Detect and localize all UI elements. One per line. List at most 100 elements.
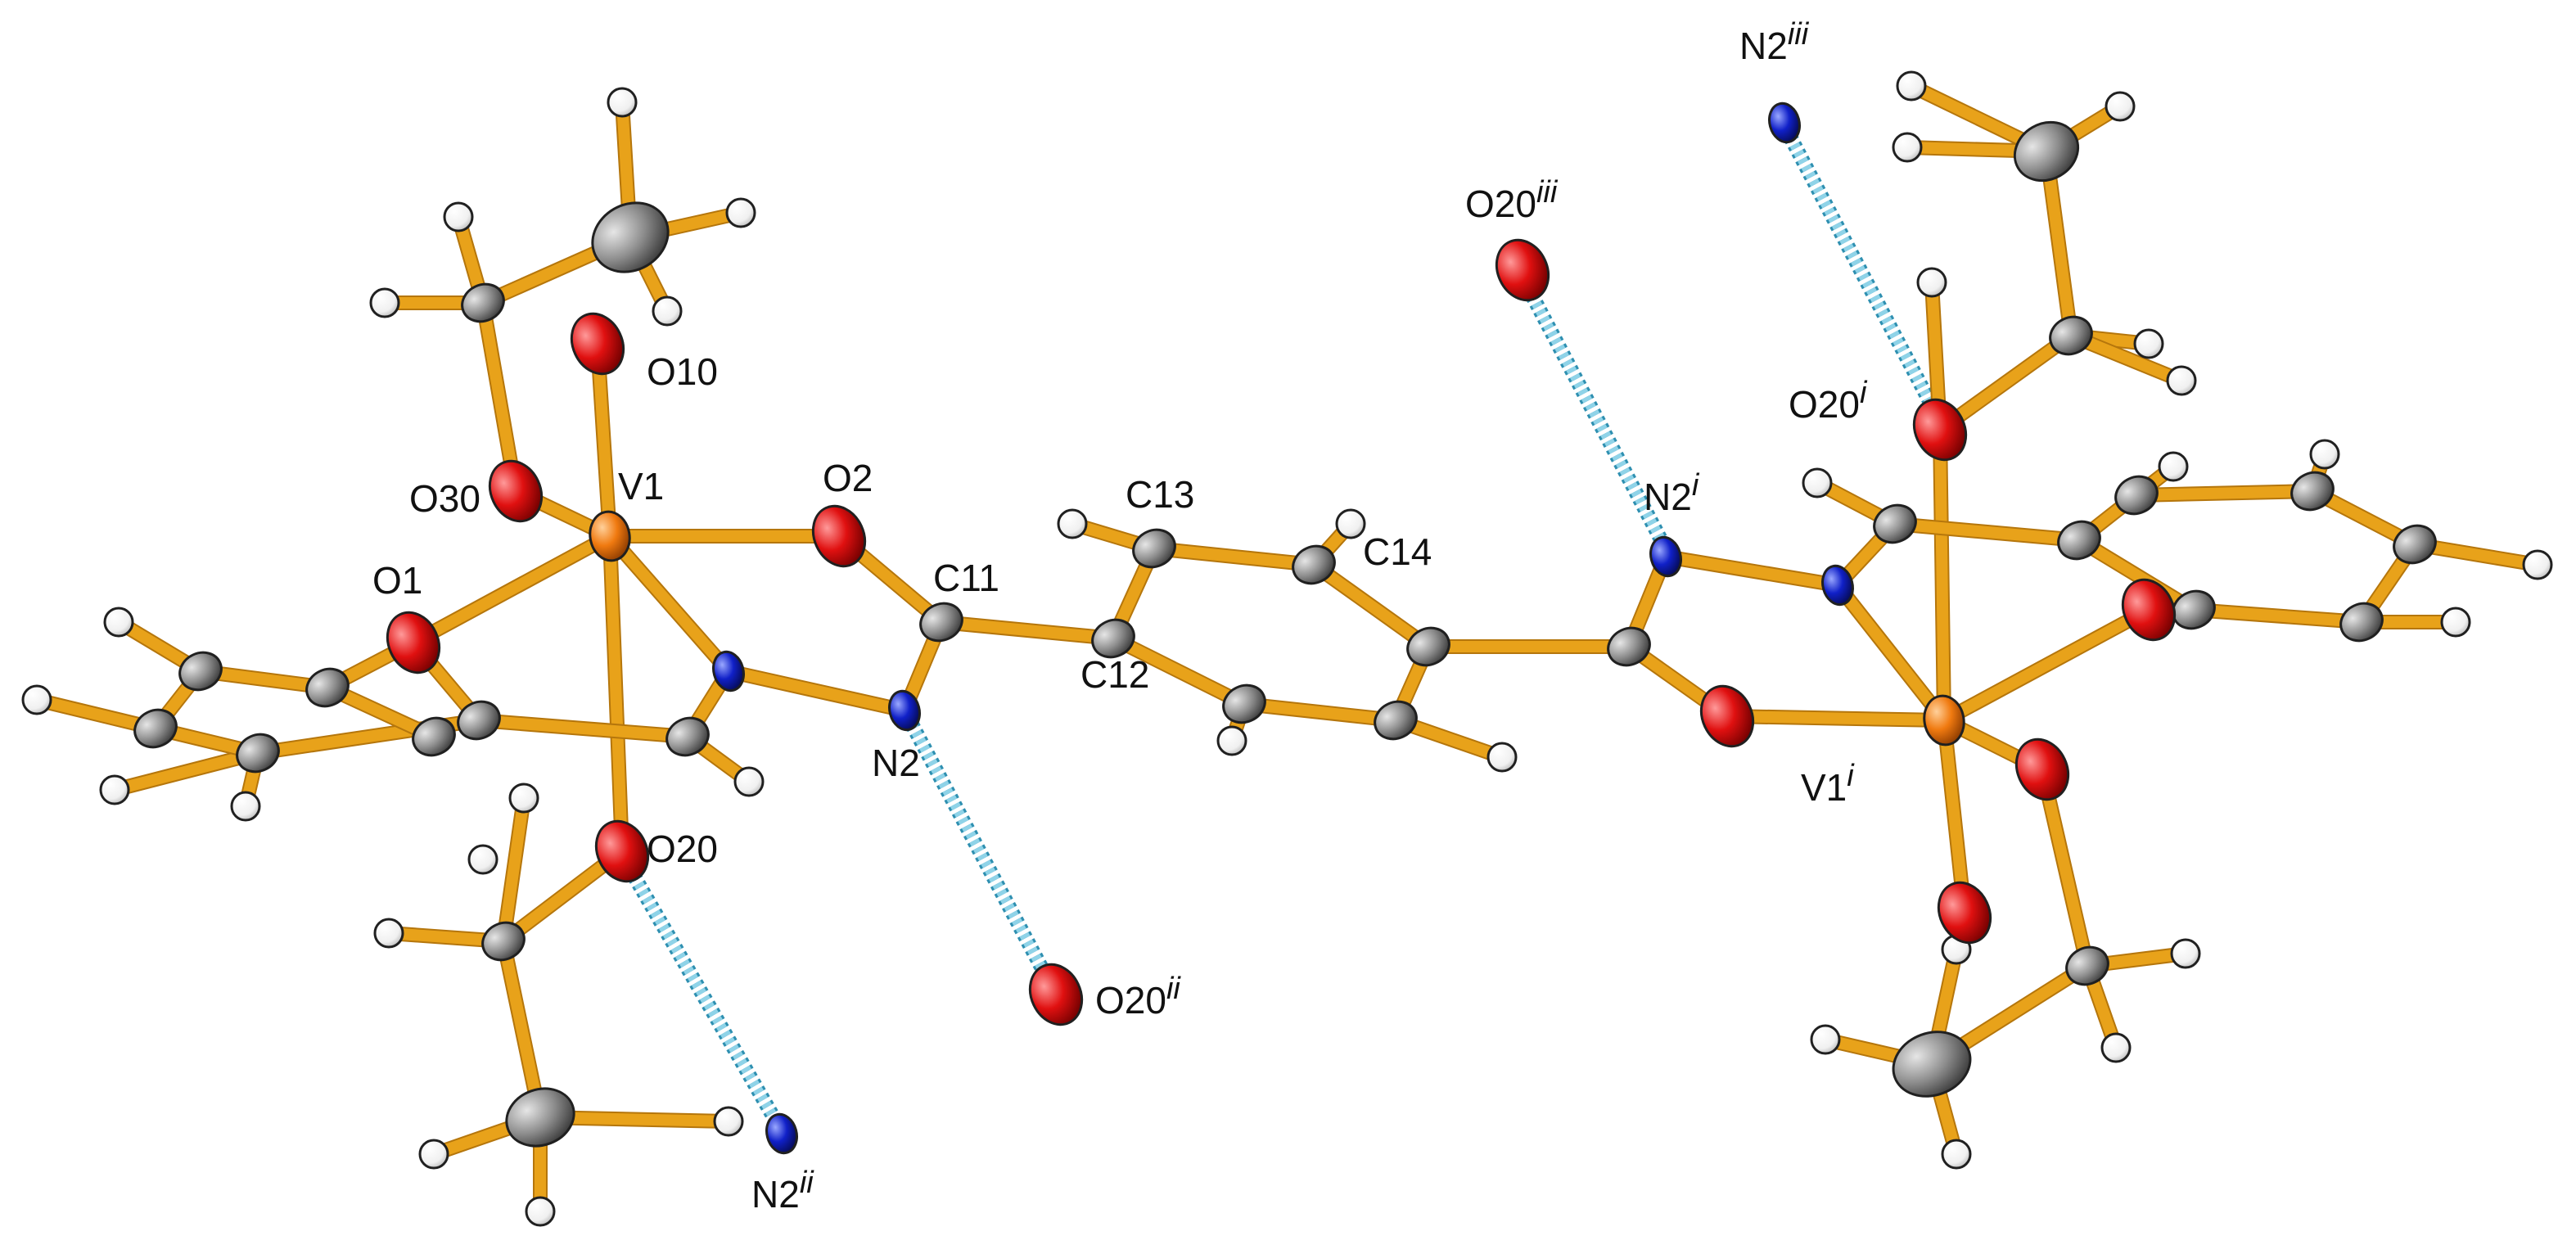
carbon-atom bbox=[178, 651, 223, 692]
bond bbox=[498, 936, 546, 1123]
oxygen-atom bbox=[386, 611, 441, 674]
oxygen-atom bbox=[811, 504, 867, 568]
hydrogen-atom bbox=[525, 1196, 556, 1227]
vanadium-atom bbox=[589, 510, 631, 562]
hydrogen-atom bbox=[443, 201, 474, 232]
bond bbox=[1238, 698, 1401, 726]
nitrogen-atom bbox=[1821, 564, 1854, 607]
carbon-atom bbox=[1222, 683, 1266, 724]
bond bbox=[1938, 715, 1970, 918]
label-c13: C13 bbox=[1126, 473, 1194, 516]
hydrogen-atom bbox=[369, 287, 400, 318]
carbon-atom bbox=[1132, 528, 1176, 569]
hydrogen-atom bbox=[1216, 725, 1247, 756]
bond bbox=[1934, 424, 1950, 726]
hydrogen-atom bbox=[103, 607, 134, 638]
oxygen-atom bbox=[1495, 238, 1550, 302]
bond bbox=[1938, 604, 2154, 726]
carbon-atom bbox=[412, 716, 456, 757]
carbon-atom bbox=[457, 700, 501, 741]
bond bbox=[604, 530, 734, 677]
label-v1i: V1i bbox=[1801, 759, 1855, 809]
label-o20iii: O20iii bbox=[1465, 175, 1559, 225]
carbon-atom bbox=[2393, 524, 2437, 565]
oxygen-atom bbox=[1937, 881, 1992, 945]
nitrogen-atom bbox=[712, 650, 745, 692]
bond bbox=[2073, 535, 2199, 616]
oxygen-atom bbox=[1028, 963, 1084, 1026]
carbon-atom bbox=[2049, 315, 2093, 356]
oxygen-atom bbox=[594, 819, 650, 883]
hydrogen-atom bbox=[2105, 91, 2136, 122]
hydrogen-atom bbox=[713, 1106, 744, 1137]
label-c12: C12 bbox=[1080, 653, 1149, 696]
hydrogen-atom bbox=[2100, 1032, 2132, 1063]
bond bbox=[723, 665, 910, 716]
carbon-atom bbox=[2114, 475, 2159, 516]
hydrogen-atom bbox=[1941, 1139, 1972, 1170]
hydrogen-atom bbox=[733, 766, 765, 797]
carbon-atom bbox=[481, 921, 526, 962]
atoms bbox=[21, 70, 2553, 1227]
hydrogen-atom bbox=[1057, 508, 1088, 539]
carbon-atom bbox=[591, 201, 670, 273]
carbon-atom bbox=[2065, 945, 2109, 986]
hydrogen-atom bbox=[607, 87, 638, 118]
bond bbox=[2041, 146, 2077, 341]
hydrogen-atom bbox=[2440, 607, 2471, 638]
hydrogen-atom bbox=[21, 684, 52, 715]
hydrogen-atom bbox=[2309, 439, 2340, 470]
nitrogen-atom bbox=[765, 1112, 798, 1155]
carbon-atom bbox=[665, 716, 710, 757]
hydrogen-atom bbox=[1896, 70, 1927, 101]
bond bbox=[592, 338, 616, 542]
bond bbox=[1148, 543, 1320, 571]
hydrogen-atom bbox=[2522, 549, 2553, 580]
oxygen-atom bbox=[2014, 738, 2070, 801]
atom-labels: N2iii O20iii O10 O30 V1 O2 C13 C14 C11 C… bbox=[372, 17, 1868, 1216]
hydrogen-atom bbox=[725, 197, 756, 228]
oxygen-atom bbox=[570, 312, 625, 376]
bond bbox=[408, 530, 616, 648]
hydrogen-atom bbox=[373, 918, 404, 949]
carbon-atom bbox=[461, 282, 505, 323]
oxygen-atom bbox=[2121, 578, 2177, 642]
hydrogen-atom bbox=[1810, 1024, 1841, 1055]
carbon-atom bbox=[236, 733, 280, 774]
oxygen-atom bbox=[1912, 398, 1968, 462]
oxygen-atom bbox=[488, 459, 544, 523]
bond bbox=[1721, 710, 1950, 726]
label-o30: O30 bbox=[409, 477, 480, 520]
nitrogen-atom bbox=[888, 689, 921, 732]
hydrogen-atom bbox=[99, 774, 130, 805]
bond bbox=[1832, 580, 1950, 726]
hydrogen-atom bbox=[1892, 132, 1923, 163]
carbon-atom bbox=[919, 602, 963, 643]
oxygen-atom bbox=[1699, 684, 1755, 748]
hbond-n2-o20ii bbox=[898, 706, 1062, 999]
hydrogen-atom bbox=[1335, 508, 1366, 539]
hydrogen-atom bbox=[1916, 267, 1947, 298]
label-o2: O2 bbox=[823, 457, 873, 499]
bond bbox=[477, 297, 521, 497]
label-o10: O10 bbox=[647, 350, 718, 393]
carbon-atom bbox=[1892, 1031, 1972, 1098]
hydrogen-atom bbox=[1802, 467, 1833, 498]
bond bbox=[1889, 518, 2085, 546]
carbon-atom bbox=[305, 667, 350, 708]
bond-c-h bbox=[109, 747, 264, 796]
hydrogen-atom bbox=[2166, 365, 2197, 396]
bond bbox=[1660, 551, 1843, 591]
label-n2iii: N2iii bbox=[1739, 17, 1810, 67]
hydrogen-atom bbox=[1487, 742, 1518, 773]
label-c11: C11 bbox=[933, 557, 999, 599]
carbon-atom bbox=[1406, 626, 1450, 667]
bond bbox=[1934, 330, 2077, 435]
label-v1: V1 bbox=[618, 465, 664, 507]
hbond-o20-n2ii bbox=[616, 851, 788, 1135]
bond bbox=[1108, 633, 1250, 710]
label-o20: O20 bbox=[647, 828, 718, 870]
bond bbox=[473, 715, 693, 742]
carbon-atom bbox=[2057, 520, 2101, 561]
label-n2i: N2i bbox=[1644, 468, 1700, 518]
